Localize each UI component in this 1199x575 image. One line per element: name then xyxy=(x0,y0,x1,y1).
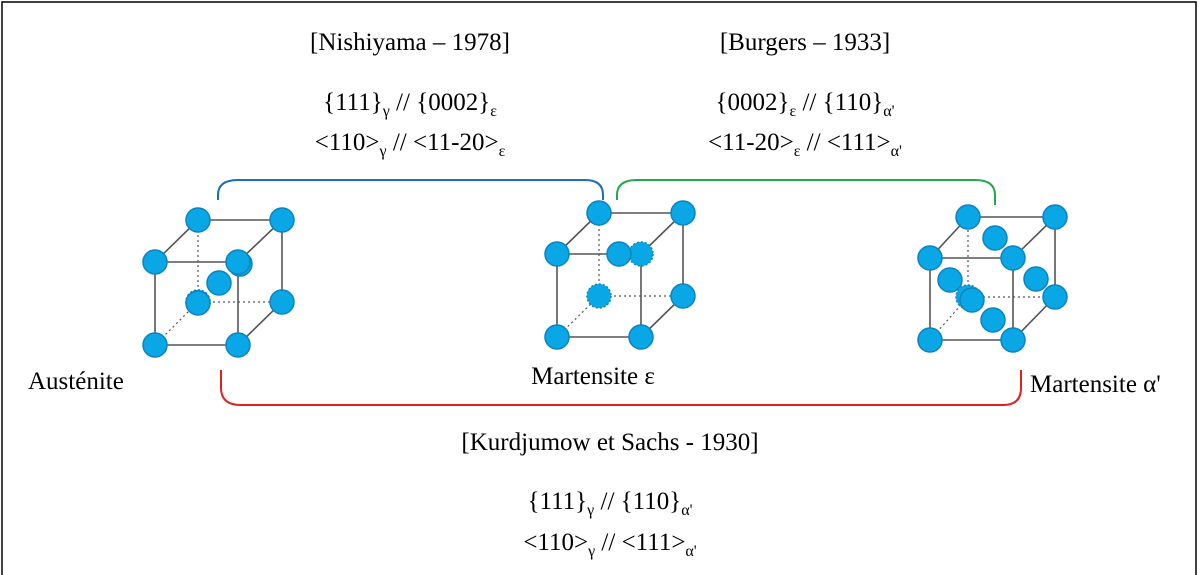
burgers-dir-sep: // xyxy=(800,129,827,156)
phase-label-martensite-epsilon: Martensite ε xyxy=(531,363,655,390)
atom xyxy=(1042,204,1068,230)
ks-plane-a: {111} xyxy=(527,488,588,515)
atom xyxy=(628,241,654,267)
nishiyama-plane-a-sub: γ xyxy=(382,103,390,120)
martensite-epsilon-atoms xyxy=(544,200,696,350)
burgers-plane-sep: // xyxy=(796,89,823,116)
atom xyxy=(586,200,612,226)
ks-plane-b-sub: α' xyxy=(681,502,693,519)
atom xyxy=(1023,266,1049,292)
atom xyxy=(917,245,943,271)
burgers-plane-b: {110} xyxy=(822,89,884,116)
nishiyama-dir-sep: // xyxy=(386,129,413,156)
ks-dir-sep: // xyxy=(595,529,622,556)
nishiyama-plane-relation: {111}γ // {0002}ε xyxy=(323,88,497,120)
bracket-kurdjumow-sachs xyxy=(220,370,1022,406)
ks-direction-relation: <110>γ // <111>α' xyxy=(523,528,697,560)
ks-dir-a: <110> xyxy=(523,529,589,556)
ks-dir-b: <111> xyxy=(621,529,686,556)
nishiyama-title: [Nishiyama – 1978] xyxy=(310,29,510,56)
nishiyama-dir-b-sub: ε xyxy=(498,143,506,160)
atom xyxy=(1000,327,1026,353)
atom xyxy=(606,241,632,267)
phase-label-austenite: Austénite xyxy=(28,368,124,395)
burgers-dir-a: <11-20> xyxy=(708,129,794,156)
nishiyama-dir-b: <11-20> xyxy=(412,129,499,156)
atom xyxy=(1042,284,1068,310)
atom xyxy=(206,270,232,296)
atom xyxy=(955,204,981,230)
atom xyxy=(269,289,295,315)
atom xyxy=(185,207,211,233)
martensite-alpha-atoms xyxy=(917,204,1068,353)
atom xyxy=(937,267,963,293)
ks-title: [Kurdjumow et Sachs - 1930] xyxy=(461,429,759,456)
ks-plane-sep: // xyxy=(594,488,621,515)
nishiyama-direction-relation: <110>γ // <11-20>ε xyxy=(314,128,506,160)
ks-plane-relation: {111}γ // {110}α' xyxy=(527,487,693,519)
atom xyxy=(982,225,1008,251)
burgers-title: [Burgers – 1933] xyxy=(719,29,891,56)
burgers-dir-b-sub: α' xyxy=(890,143,902,160)
atom xyxy=(917,327,943,353)
atom xyxy=(185,290,211,316)
burgers-plane-a-sub: ε xyxy=(789,103,797,120)
bracket-burgers xyxy=(616,179,996,205)
austenite-atoms xyxy=(142,207,295,358)
atom xyxy=(980,307,1006,333)
ks-plane-b: {110} xyxy=(620,488,682,515)
ks-dir-b-sub: α' xyxy=(685,543,697,560)
burgers-direction-relation: <11-20>ε // <111>α' xyxy=(708,128,902,160)
bracket-nishiyama xyxy=(217,179,604,200)
atom xyxy=(670,283,696,309)
atom xyxy=(225,332,251,358)
nishiyama-plane-b-sub: ε xyxy=(490,103,497,120)
ks-dir-a-sub: γ xyxy=(588,543,596,560)
nishiyama-plane-a: {111} xyxy=(323,89,383,116)
nishiyama-dir-a-sub: γ xyxy=(379,143,387,160)
ks-plane-a-sub: γ xyxy=(587,502,595,519)
burgers-plane-relation: {0002}ε // {110}α' xyxy=(715,88,895,120)
atom xyxy=(1000,245,1026,271)
atom xyxy=(269,207,295,233)
nishiyama-plane-b: {0002} xyxy=(416,89,491,116)
nishiyama-dir-a: <110> xyxy=(314,129,380,156)
burgers-dir-b: <111> xyxy=(826,129,891,156)
burgers-plane-b-sub: α' xyxy=(883,103,895,120)
atom xyxy=(959,287,985,313)
atom xyxy=(142,332,168,358)
burgers-dir-a-sub: ε xyxy=(793,143,801,160)
atom xyxy=(142,249,168,275)
atom xyxy=(628,324,654,350)
atom xyxy=(544,324,570,350)
atom xyxy=(670,200,696,226)
martensite-epsilon-cube xyxy=(556,212,684,338)
atom xyxy=(225,249,251,275)
atom xyxy=(586,283,612,309)
nishiyama-plane-sep: // xyxy=(389,89,417,116)
phase-label-martensite-alpha: Martensite α' xyxy=(1030,371,1161,398)
burgers-plane-a: {0002} xyxy=(715,89,790,116)
atom xyxy=(544,241,570,267)
